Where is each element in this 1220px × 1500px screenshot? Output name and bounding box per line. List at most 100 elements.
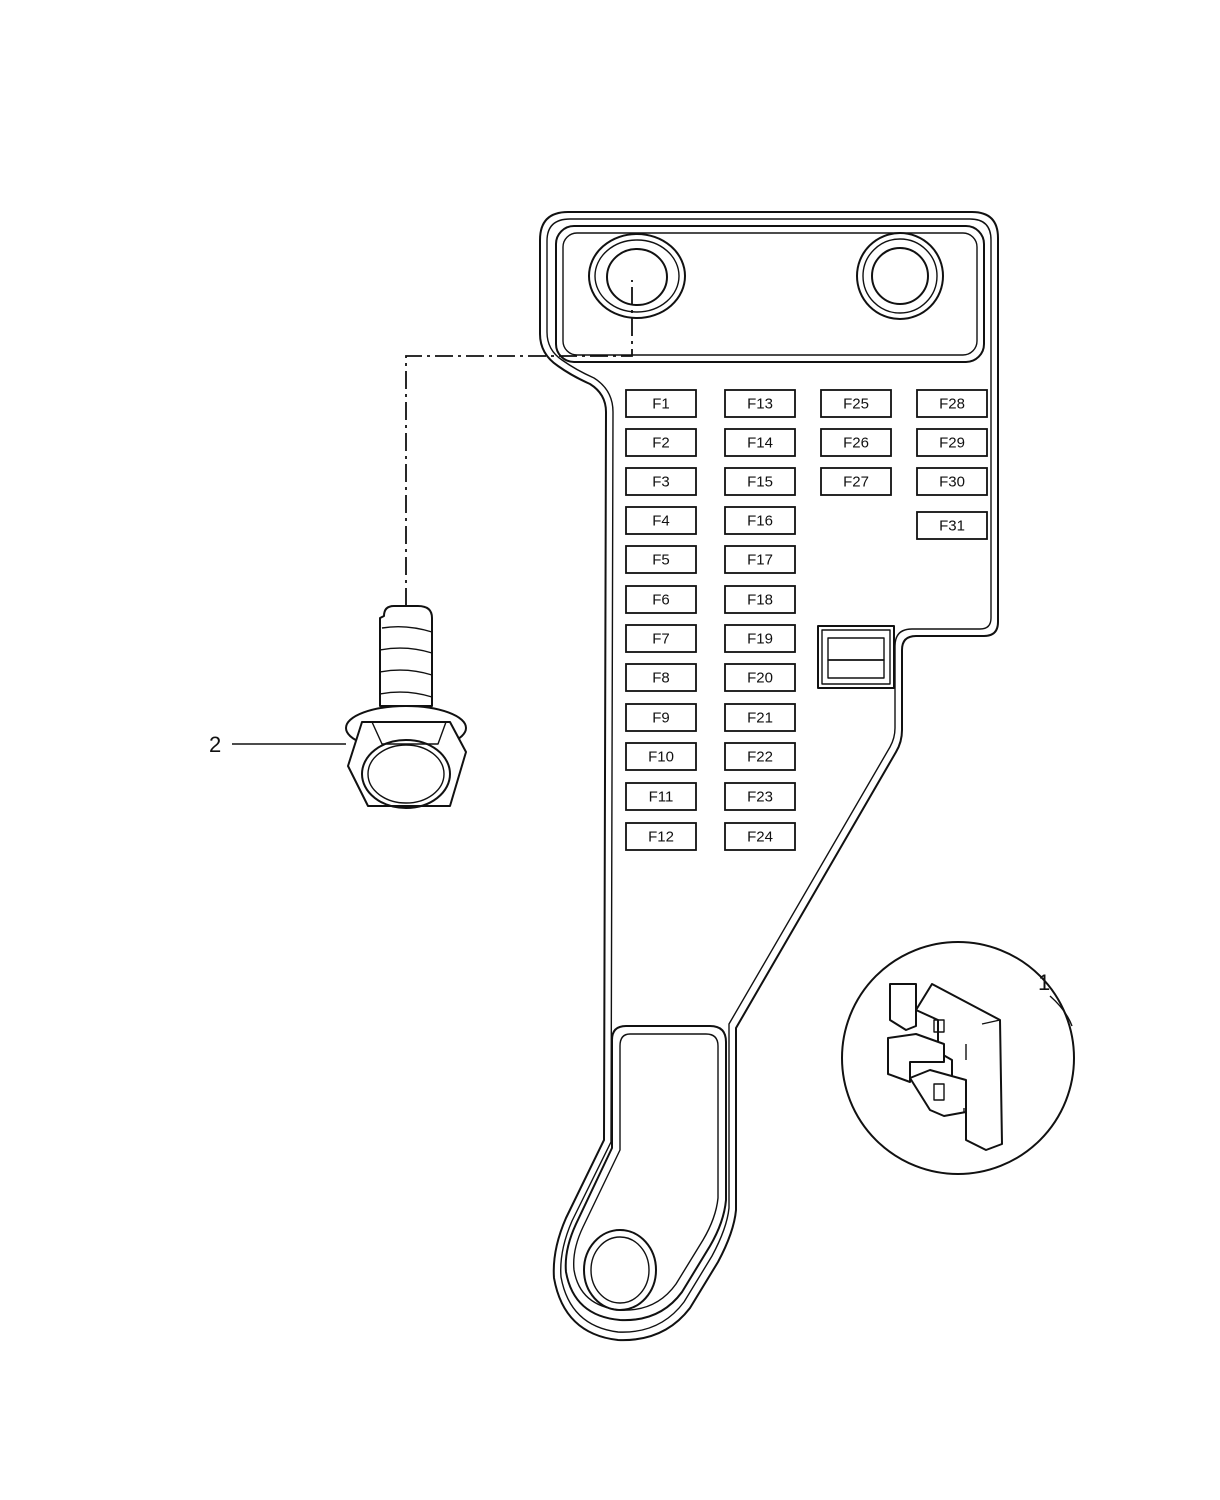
fuse-slot-f18: F18 — [724, 585, 796, 614]
fuse-slot-f6: F6 — [625, 585, 697, 614]
fuse-slot-label: F31 — [939, 518, 965, 535]
fuse-slot-label: F15 — [747, 474, 773, 491]
fuse-slot-label: F18 — [747, 592, 773, 609]
fuse-slot-box — [625, 782, 697, 811]
fuse-slot-label: F30 — [939, 474, 965, 491]
fuse-slot-label: F10 — [648, 749, 674, 766]
fuse-slot-box — [724, 663, 796, 692]
fuse-slot-f3: F3 — [625, 467, 697, 496]
fuse-slot-label: F2 — [652, 435, 670, 452]
fuse-slot-box — [820, 467, 892, 496]
fuse-slot-f20: F20 — [724, 663, 796, 692]
fuse-slot-f30: F30 — [916, 467, 988, 496]
fuse-slot-label: F25 — [843, 396, 869, 413]
fuse-slot-f31: F31 — [916, 511, 988, 540]
fuse-slot-label: F21 — [747, 710, 773, 727]
fuse-slot-f4: F4 — [625, 506, 697, 535]
fuse-slot-label: F16 — [747, 513, 773, 530]
fuse-slot-label: F26 — [843, 435, 869, 452]
fuse-slot-label: F22 — [747, 749, 773, 766]
fuse-slot-box — [625, 822, 697, 851]
fuse-slot-label: F11 — [649, 789, 674, 806]
fuse-slot-label: F8 — [652, 670, 670, 687]
fuse-slot-box — [724, 506, 796, 535]
blade-fuse-icon — [887, 983, 1003, 1151]
fuse-slot-box — [724, 585, 796, 614]
fuse-slot-f12: F12 — [625, 822, 697, 851]
fuse-slot-label: F28 — [939, 396, 965, 413]
fuse-slot-label: F7 — [652, 631, 670, 648]
fuse-slot-label: F24 — [747, 829, 773, 846]
fuse-slot-box — [625, 467, 697, 496]
fuse-slot-box — [625, 624, 697, 653]
fuse-slot-f22: F22 — [724, 742, 796, 771]
fuse-slot-box — [724, 703, 796, 732]
fuse-slot-f13: F13 — [724, 389, 796, 418]
fuse-slot-f2: F2 — [625, 428, 697, 457]
fuse-slot-label: F19 — [747, 631, 773, 648]
fuse-slot-f9: F9 — [625, 703, 697, 732]
fuse-slot-label: F3 — [652, 474, 670, 491]
fuse-slot-label: F1 — [652, 396, 670, 413]
fuse-slot-label: F23 — [747, 789, 773, 806]
fuse-slot-box — [724, 782, 796, 811]
fuse-slot-box — [625, 742, 697, 771]
fuse-slot-label: F12 — [648, 829, 674, 846]
fuse-slot-f14: F14 — [724, 428, 796, 457]
fuse-slot-label: F9 — [652, 710, 670, 727]
fuse-slot-f17: F17 — [724, 545, 796, 574]
fuse-slot-box — [724, 545, 796, 574]
callout-fuse-label: 1 — [1038, 970, 1050, 995]
fuse-slot-label: F27 — [843, 474, 869, 491]
fuse-slot-box — [916, 511, 988, 540]
fuse-slot-label: F20 — [747, 670, 773, 687]
fuse-slot-box — [625, 585, 697, 614]
fuse-slots: F1F2F3F4F5F6F7F8F9F10F11F12F13F14F15F16F… — [625, 389, 988, 851]
fuse-slot-f11: F11 — [625, 782, 697, 811]
fuse-slot-label: F17 — [747, 552, 773, 569]
fuse-slot-f7: F7 — [625, 624, 697, 653]
fuse-slot-box — [916, 428, 988, 457]
fuse-slot-box — [916, 389, 988, 418]
fuse-slot-box — [724, 389, 796, 418]
fuse-slot-box — [916, 467, 988, 496]
fuse-slot-label: F29 — [939, 435, 965, 452]
fuse-slot-f5: F5 — [625, 545, 697, 574]
fuse-slot-box — [724, 822, 796, 851]
fuse-slot-f28: F28 — [916, 389, 988, 418]
fuse-slot-box — [625, 506, 697, 535]
fuse-slot-f16: F16 — [724, 506, 796, 535]
fuse-slot-f25: F25 — [820, 389, 892, 418]
fuse-slot-box — [724, 742, 796, 771]
fuse-slot-f24: F24 — [724, 822, 796, 851]
fuse-panel-bracket — [539, 211, 999, 1342]
assembly-leader-line — [405, 280, 633, 606]
fuse-slot-box — [625, 663, 697, 692]
fuse-slot-f19: F19 — [724, 624, 796, 653]
fuse-detail-inset: 1 — [841, 941, 1075, 1175]
fuse-slot-f10: F10 — [625, 742, 697, 771]
fuse-slot-f15: F15 — [724, 467, 796, 496]
fuse-slot-f27: F27 — [820, 467, 892, 496]
fuse-slot-label: F13 — [747, 396, 773, 413]
fuse-slot-box — [820, 389, 892, 418]
fuse-slot-f29: F29 — [916, 428, 988, 457]
fuse-slot-f26: F26 — [820, 428, 892, 457]
fuse-slot-box — [625, 703, 697, 732]
fuse-slot-box — [625, 389, 697, 418]
fuse-slot-f1: F1 — [625, 389, 697, 418]
fuse-slot-f23: F23 — [724, 782, 796, 811]
fuse-slot-box — [724, 624, 796, 653]
fuse-slot-label: F5 — [652, 552, 670, 569]
fuse-slot-box — [625, 428, 697, 457]
fuse-slot-box — [820, 428, 892, 457]
fuse-slot-label: F6 — [652, 592, 670, 609]
fuse-slot-box — [724, 428, 796, 457]
fuse-slot-f21: F21 — [724, 703, 796, 732]
fuse-slot-box — [625, 545, 697, 574]
callout-bolt: 2 — [209, 732, 346, 757]
fuse-slot-box — [724, 467, 796, 496]
fuse-slot-label: F4 — [652, 513, 670, 530]
